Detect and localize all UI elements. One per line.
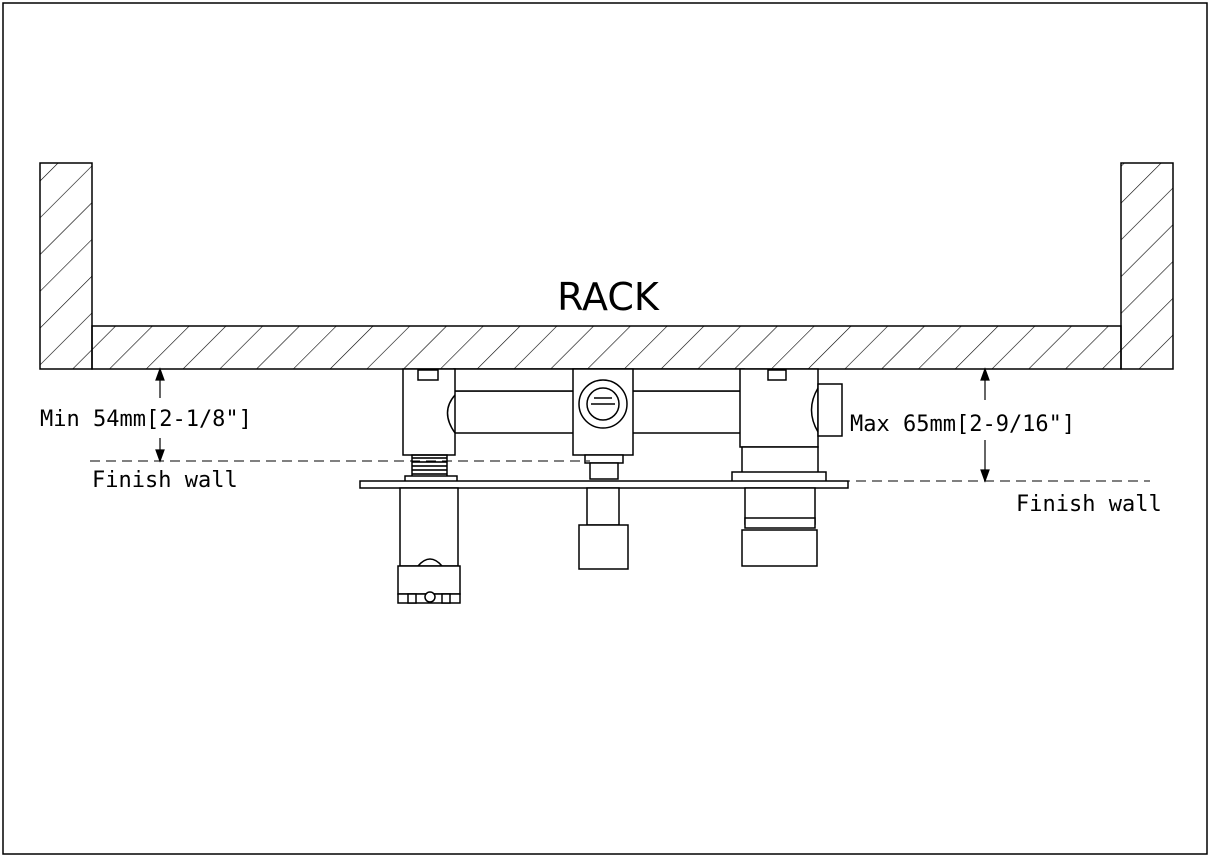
finish-wall-label-right: Finish wall bbox=[1016, 492, 1162, 517]
right-valve-side-port bbox=[817, 383, 843, 437]
pipe-left bbox=[444, 390, 586, 434]
min-dimension-arrows bbox=[155, 367, 165, 463]
left-handle bbox=[397, 565, 461, 595]
rack-right-post bbox=[1120, 162, 1174, 370]
min-dimension-label: Min 54mm[2-1/8"] bbox=[40, 407, 252, 432]
left-valve-tab bbox=[417, 369, 439, 381]
right-valve-tab bbox=[767, 369, 787, 381]
cover-plate bbox=[359, 480, 849, 489]
right-handle bbox=[741, 529, 818, 567]
rack-label: RACK bbox=[557, 275, 660, 319]
finish-wall-lines bbox=[90, 460, 1150, 482]
rack-left-post bbox=[39, 162, 93, 370]
rack-bottom-beam bbox=[91, 325, 1122, 370]
rack-structure bbox=[39, 162, 1174, 370]
center-handle-stem bbox=[586, 487, 620, 526]
left-handle-stem bbox=[399, 487, 459, 567]
pipe-right bbox=[627, 390, 747, 434]
max-dimension-arrows bbox=[980, 367, 990, 483]
max-dimension-label: Max 65mm[2-9/16"] bbox=[850, 412, 1075, 437]
valve-assembly bbox=[359, 368, 849, 604]
finish-wall-label-left: Finish wall bbox=[92, 468, 238, 493]
center-handle bbox=[578, 524, 629, 570]
left-valve-body bbox=[402, 368, 456, 456]
